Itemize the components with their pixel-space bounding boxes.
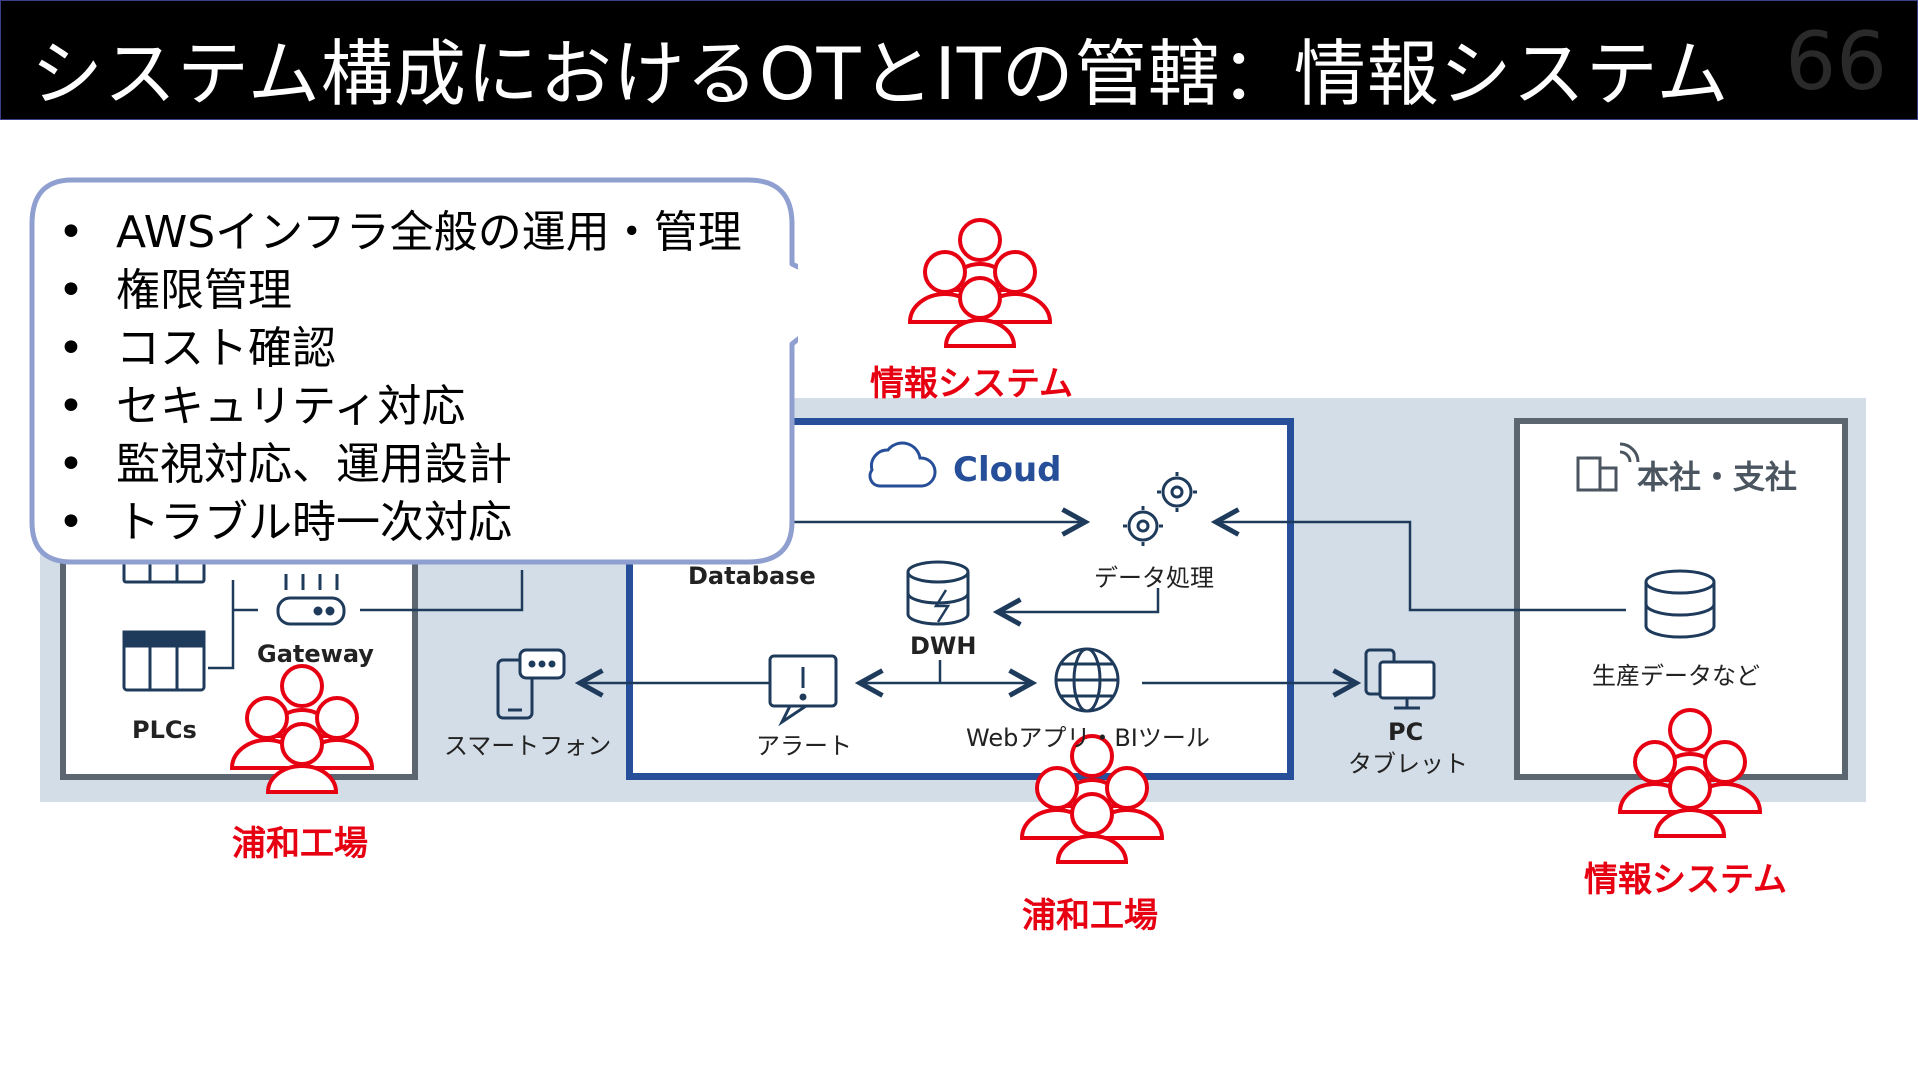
- office-title: 本社・支社: [1637, 458, 1798, 496]
- cloud-title: Cloud: [953, 450, 1062, 490]
- page-number: 66: [1785, 15, 1887, 108]
- pc-tablet-icon: [1364, 648, 1436, 710]
- group-label-urawa-center: 浦和工場: [1022, 896, 1158, 936]
- list-item: •権限管理: [58, 265, 292, 316]
- group-label-info-sys-top: 情報システム: [870, 364, 1073, 404]
- arrow-processing-to-dwh: [998, 588, 1160, 612]
- globe-icon: [1054, 647, 1120, 713]
- dwh-label: DWH: [910, 632, 977, 660]
- smartphone-icon: [496, 648, 566, 720]
- dwh-database-icon: [906, 560, 970, 626]
- alert-icon: [768, 654, 838, 727]
- tablet-label: タブレット: [1348, 750, 1468, 778]
- webapp-label: Webアプリ・BIツール: [966, 724, 1210, 752]
- arrow-office-to-processing: [1216, 522, 1626, 612]
- list-item: •セキュリティ対応: [58, 381, 466, 432]
- alert-label: アラート: [756, 732, 852, 760]
- gateway-icon: [276, 574, 346, 626]
- production-database-icon: [1644, 569, 1716, 639]
- smartphone-label: スマートフォン: [444, 732, 612, 760]
- people-icon-info-sys-right: [1617, 708, 1763, 838]
- cloud-icon: [868, 441, 937, 488]
- building-icon: [1576, 442, 1640, 492]
- speech-bubble: [29, 177, 798, 565]
- list-item: •AWSインフラ全般の運用・管理: [58, 207, 742, 258]
- gateway-label: Gateway: [257, 640, 374, 668]
- list-item: •監視対応、運用設計: [58, 439, 512, 490]
- people-icon-urawa-left: [229, 664, 375, 794]
- list-item: •トラブル時一次対応: [58, 497, 512, 548]
- factory-connectors: [208, 570, 524, 670]
- people-icon-urawa-center: [1019, 734, 1165, 864]
- page-title: システム構成におけるOTとITの管轄：情報システム: [31, 32, 1730, 116]
- pc-label: PC: [1388, 718, 1424, 746]
- responsibility-list: •AWSインフラ全般の運用・管理 •権限管理 •コスト確認 •セキュリティ対応 …: [58, 204, 742, 552]
- group-label-urawa-left: 浦和工場: [232, 824, 368, 864]
- data-processing-label: データ処理: [1094, 564, 1214, 592]
- gear-icon: [1123, 472, 1197, 546]
- plc-icon: [122, 558, 206, 692]
- group-label-info-sys-right: 情報システム: [1584, 860, 1787, 900]
- database-label: Database: [688, 562, 816, 590]
- title-bar: システム構成におけるOTとITの管轄：情報システム 66: [0, 0, 1918, 120]
- list-item: •コスト確認: [58, 323, 336, 374]
- production-data-label: 生産データなど: [1592, 662, 1760, 690]
- plcs-label: PLCs: [132, 716, 197, 744]
- people-icon-info-sys-top: [907, 218, 1053, 348]
